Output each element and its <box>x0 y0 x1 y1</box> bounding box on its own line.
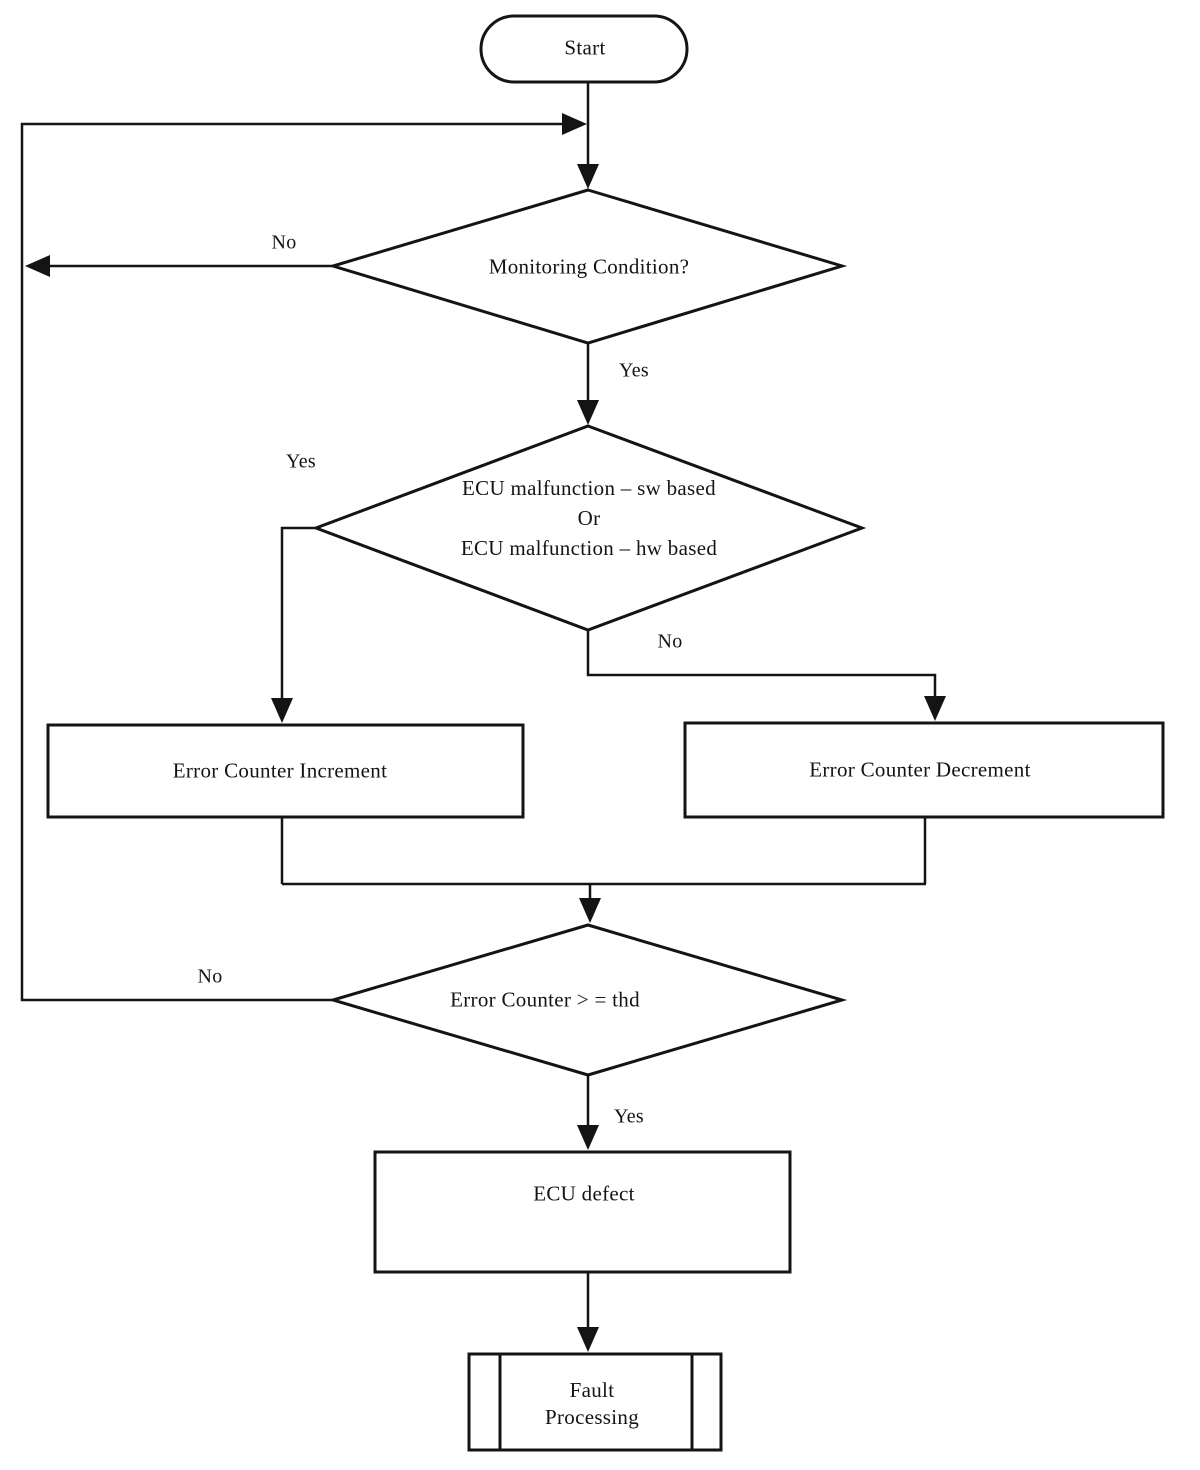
monitoring-decision-label: Monitoring Condition? <box>488 254 690 279</box>
fault-label-line1: Fault <box>569 1378 615 1402</box>
malfunction-label-line1: ECU malfunction – sw based <box>462 476 716 500</box>
threshold-yes-edge-label: Yes <box>613 1105 645 1128</box>
threshold-decision-label: Error Counter > = thd <box>450 987 640 1012</box>
defect-process-label: ECU defect <box>533 1181 635 1206</box>
feedback-right-arrowhead <box>562 113 587 135</box>
start-down-arrowhead <box>577 164 599 189</box>
decrement-process-label: Error Counter Decrement <box>809 757 1031 782</box>
fault-predefined-shape <box>467 1352 723 1452</box>
increment-process-shape <box>46 723 525 819</box>
edge-malfunction-no <box>586 630 937 699</box>
defect-down-arrowhead <box>577 1327 599 1352</box>
defect-process-shape <box>373 1150 792 1274</box>
edge-threshold-no-feedback <box>20 122 565 1002</box>
merge-down-arrowhead <box>579 898 601 923</box>
edge-malfunction-yes <box>280 526 316 700</box>
malfunction-yes-down-arrowhead <box>271 698 293 723</box>
fault-predefined-label: Fault Processing <box>545 1377 639 1431</box>
start-terminator-shape <box>479 14 689 84</box>
start-label: Start <box>564 35 606 60</box>
malfunction-label-line2: Or <box>577 506 601 530</box>
increment-process-label: Error Counter Increment <box>172 758 388 783</box>
monitoring-yes-edge-label: Yes <box>618 359 650 382</box>
threshold-yes-down-arrowhead <box>577 1125 599 1150</box>
monitoring-no-left-arrowhead <box>25 255 50 277</box>
monitoring-yes-down-arrowhead <box>577 400 599 425</box>
malfunction-yes-edge-label: Yes <box>285 450 317 473</box>
threshold-no-edge-label: No <box>197 965 223 988</box>
fault-label-line2: Processing <box>545 1405 639 1429</box>
malfunction-no-down-arrowhead <box>924 696 946 721</box>
monitoring-no-edge-label: No <box>271 231 297 254</box>
malfunction-no-edge-label: No <box>657 630 683 653</box>
malfunction-label-line3: ECU malfunction – hw based <box>460 536 718 560</box>
malfunction-decision-label: ECU malfunction – sw based Or ECU malfun… <box>461 473 717 563</box>
